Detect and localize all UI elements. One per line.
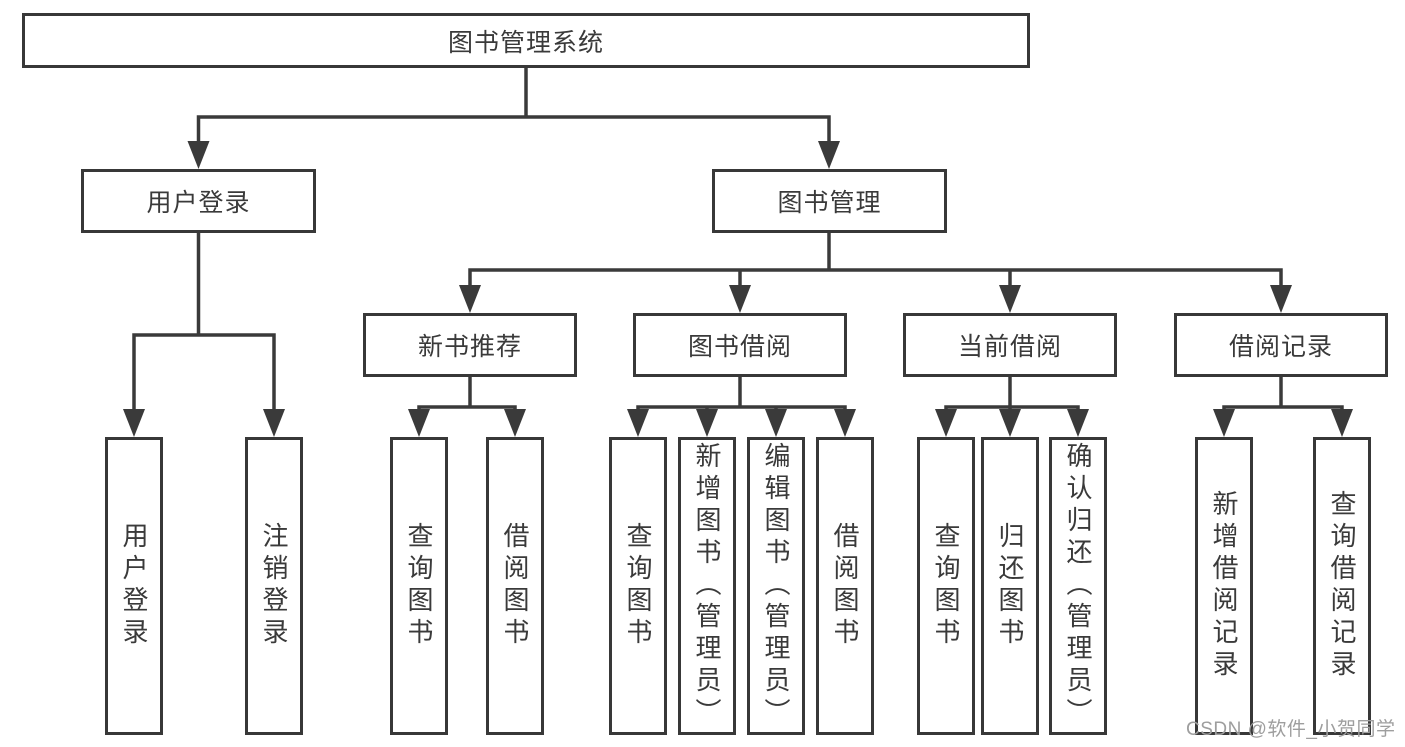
leaf-recommend-borrow-book: 借阅图书 (486, 437, 544, 735)
leaf-borrow-borrow-book: 借阅图书 (816, 437, 874, 735)
node-book-borrowing-label: 图书借阅 (687, 333, 792, 361)
leaf-borrow-edit-book-admin-label: 编辑图书（管理员） (761, 442, 791, 730)
node-borrowing-records-label: 借阅记录 (1228, 333, 1333, 361)
leaf-current-query-book-label: 查询图书 (931, 522, 961, 650)
leaf-recommend-borrow-book-label: 借阅图书 (500, 522, 530, 650)
node-current-borrowing: 当前借阅 (903, 313, 1117, 377)
node-user-login-label: 用户登录 (146, 189, 251, 217)
leaf-current-confirm-return-admin: 确认归还（管理员） (1049, 437, 1107, 735)
leaf-borrow-add-book-admin: 新增图书（管理员） (678, 437, 736, 735)
leaf-records-add-borrow-record-label: 新增借阅记录 (1209, 490, 1239, 682)
node-library-system: 图书管理系统 (22, 13, 1030, 68)
leaf-current-query-book: 查询图书 (917, 437, 975, 735)
leaf-logout: 注销登录 (245, 437, 303, 735)
leaf-borrow-query-book: 查询图书 (609, 437, 667, 735)
leaf-borrow-add-book-admin-label: 新增图书（管理员） (692, 442, 722, 730)
leaf-borrow-query-book-label: 查询图书 (623, 522, 653, 650)
node-book-borrowing: 图书借阅 (633, 313, 847, 377)
watermark: CSDN @软件_小贺同学 (1186, 719, 1396, 740)
leaf-logout-label: 注销登录 (259, 522, 289, 650)
node-current-borrowing-label: 当前借阅 (957, 333, 1062, 361)
node-book-management: 图书管理 (712, 169, 947, 233)
leaf-records-query-borrow-record: 查询借阅记录 (1313, 437, 1371, 735)
leaf-recommend-query-book-label: 查询图书 (404, 522, 434, 650)
node-user-login: 用户登录 (81, 169, 316, 233)
leaf-records-query-borrow-record-label: 查询借阅记录 (1327, 490, 1357, 682)
leaf-current-return-book: 归还图书 (981, 437, 1039, 735)
node-borrowing-records: 借阅记录 (1174, 313, 1388, 377)
node-book-management-label: 图书管理 (777, 189, 882, 217)
leaf-current-return-book-label: 归还图书 (995, 522, 1025, 650)
leaf-current-confirm-return-admin-label: 确认归还（管理员） (1063, 442, 1093, 730)
leaf-records-add-borrow-record: 新增借阅记录 (1195, 437, 1253, 735)
node-new-book-recommendation-label: 新书推荐 (417, 333, 522, 361)
leaf-borrow-edit-book-admin: 编辑图书（管理员） (747, 437, 805, 735)
leaf-borrow-borrow-book-label: 借阅图书 (830, 522, 860, 650)
node-library-system-label: 图书管理系统 (447, 28, 604, 57)
leaf-user-login-label: 用户登录 (119, 522, 149, 650)
leaf-user-login: 用户登录 (105, 437, 163, 735)
leaf-recommend-query-book: 查询图书 (390, 437, 448, 735)
node-new-book-recommendation: 新书推荐 (363, 313, 577, 377)
